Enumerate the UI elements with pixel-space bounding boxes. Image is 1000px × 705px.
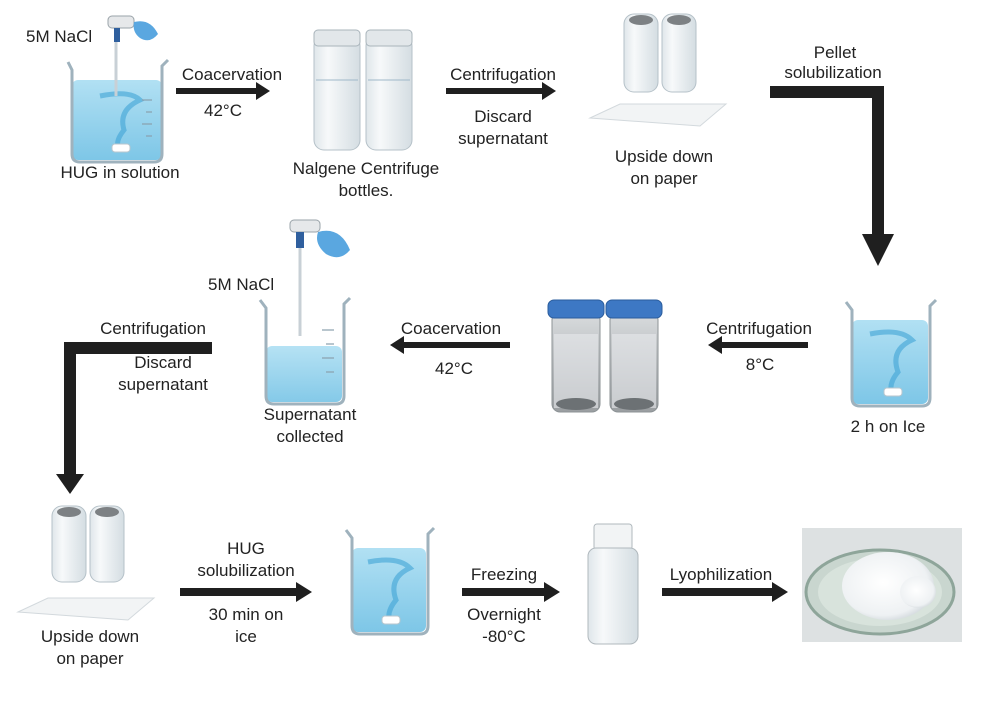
bottles-caption-line1: Nalgene Centrifuge <box>292 159 440 178</box>
arrow6-top-label: Centrifugation <box>100 319 206 338</box>
arrow5-bottom-label: 42°C <box>435 359 473 378</box>
arrow-coacervation-2 <box>390 336 510 354</box>
arrow3-label-line1: Pellet <box>813 43 857 62</box>
arrow-centrifugation-discard-2 <box>56 342 212 494</box>
pipette-icon-2 <box>289 219 350 336</box>
arrow4-top-label: Centrifugation <box>706 319 812 338</box>
arrow8-bottom-line2: -80°C <box>482 627 526 646</box>
arrow7-top-line2: solubilization <box>197 561 295 580</box>
nalgene-bottles <box>313 29 413 151</box>
arrow2-bottom-line2: supernatant <box>458 129 548 148</box>
supernatant-caption-line1: Supernatant <box>263 405 357 424</box>
arrow-pellet-solubilization <box>770 86 894 266</box>
arrow1-top-label: Coacervation <box>181 65 283 84</box>
arrow7-top-line1: HUG <box>227 539 265 558</box>
centrifuged-tubes <box>547 299 663 413</box>
beaker-hug-solution <box>66 58 170 164</box>
arrow-centrifugation-1 <box>446 82 556 100</box>
arrow-hug-solubilization <box>180 582 312 602</box>
arrow4-bottom-label: 8°C <box>745 355 775 374</box>
arrow1-bottom-label: 42°C <box>204 101 242 120</box>
lyophilized-product-photo <box>802 528 962 642</box>
tubes-upside-down-1 <box>588 13 728 127</box>
storage-bottle <box>587 523 639 645</box>
supernatant-caption-line2: collected <box>276 427 344 446</box>
arrow3-label-line2: solubilization <box>784 63 882 82</box>
arrow6-bottom-line1: Discard <box>134 353 192 372</box>
arrow9-top-label: Lyophilization <box>669 565 773 584</box>
arrow8-bottom-line1: Overnight <box>467 605 541 624</box>
arrow2-top-label: Centrifugation <box>450 65 556 84</box>
beaker-caption-hug: HUG in solution <box>60 163 180 182</box>
bottles-caption-line2: bottles. <box>338 181 394 200</box>
arrow7-bottom-line2: ice <box>235 627 257 646</box>
arrow-lyophilization <box>662 582 788 602</box>
upside-caption-1-line1: Upside down <box>614 147 714 166</box>
pipette-icon <box>107 15 158 96</box>
beaker-supernatant <box>258 296 352 406</box>
arrow-centrifugation-8c <box>708 336 808 354</box>
arrow-coacervation-1 <box>176 82 270 100</box>
nacl-label-1: 5M NaCl <box>26 27 93 46</box>
upside-caption-1-line2: on paper <box>630 169 698 188</box>
arrow2-bottom-line1: Discard <box>474 107 532 126</box>
beaker-on-ice <box>844 298 938 408</box>
tubes-upside-down-2 <box>16 505 156 621</box>
ice-caption: 2 h on Ice <box>850 417 926 436</box>
arrow7-bottom-line1: 30 min on <box>208 605 284 624</box>
arrow-freezing <box>462 582 560 602</box>
upside-caption-2-line1: Upside down <box>40 627 140 646</box>
upside-caption-2-line2: on paper <box>56 649 124 668</box>
beaker-solubilized <box>344 526 436 636</box>
arrow8-top-label: Freezing <box>470 565 538 584</box>
arrow6-bottom-line2: supernatant <box>118 375 208 394</box>
arrow5-top-label: Coacervation <box>400 319 502 338</box>
nacl-label-2: 5M NaCl <box>208 275 275 294</box>
